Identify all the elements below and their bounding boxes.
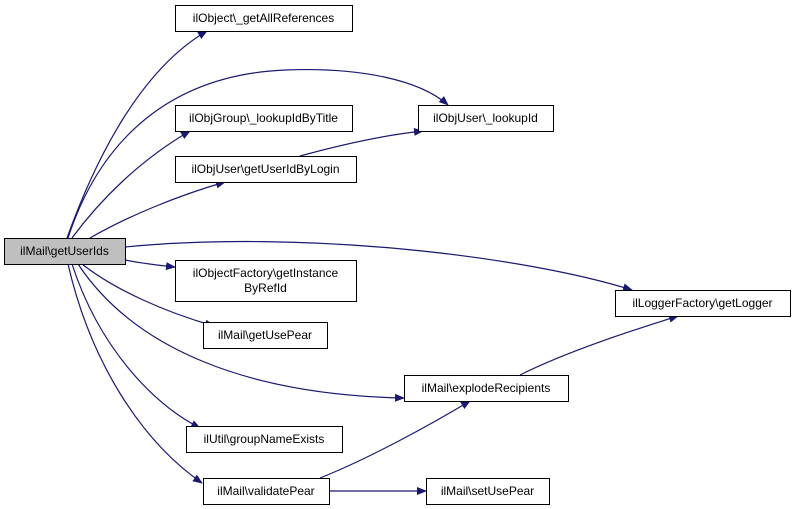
node-box[interactable] xyxy=(615,290,791,317)
edge-root-to-getUserIdByLogin xyxy=(89,180,226,239)
node-label: ilObject\_getAllReferences xyxy=(193,11,334,25)
node-getLogger[interactable]: ilLoggerFactory\getLogger xyxy=(615,290,791,317)
node-box[interactable] xyxy=(175,105,353,132)
edge-root-to-getUsePear xyxy=(81,263,215,328)
node-groupNameExists[interactable]: ilUtil\groupNameExists xyxy=(186,426,343,453)
node-box[interactable] xyxy=(426,478,550,505)
node-label: ilLoggerFactory\getLogger xyxy=(632,296,772,310)
nodes-layer: ilMail\getUserIds ilObject\_getAllReferen… xyxy=(4,5,791,505)
edge-getUserIdByLogin-to-lookupId xyxy=(299,127,424,157)
node-label: ilMail\setUsePear xyxy=(441,484,534,498)
node-box[interactable] xyxy=(175,260,357,302)
node-box[interactable] xyxy=(203,322,328,349)
node-box[interactable] xyxy=(418,105,554,132)
edge-root-to-getAllRefs xyxy=(66,30,208,239)
edge-validatePear-to-explodeRecipients xyxy=(319,400,471,479)
node-lookupIdByTitle[interactable]: ilObjGroup\_lookupIdByTitle xyxy=(175,105,353,132)
node-setUsePear[interactable]: ilMail\setUsePear xyxy=(426,478,550,505)
node-label: ilObjUser\_lookupId xyxy=(433,111,538,125)
edge-root-to-getInstanceByRefId xyxy=(124,259,176,271)
node-box[interactable] xyxy=(175,156,357,183)
node-box[interactable] xyxy=(4,238,126,265)
edge-explodeRecipients-to-getLogger xyxy=(519,314,679,376)
node-label: ilObjUser\getUserIdByLogin xyxy=(191,162,339,176)
node-label: ilUtil\groupNameExists xyxy=(204,432,325,446)
node-validatePear[interactable]: ilMail\validatePear xyxy=(203,478,330,505)
node-box[interactable] xyxy=(203,478,330,505)
edge-root-to-validatePear xyxy=(67,263,203,484)
node-getUserIdByLogin[interactable]: ilObjUser\getUserIdByLogin xyxy=(175,156,357,183)
node-label: ilMail\validatePear xyxy=(217,484,314,498)
node-getUsePear[interactable]: ilMail\getUsePear xyxy=(203,322,328,349)
node-label: ilMail\explodeRecipients xyxy=(422,381,551,395)
node-label: ilMail\getUserIds xyxy=(20,244,109,258)
node-root[interactable]: ilMail\getUserIds xyxy=(4,238,126,265)
edges-layer xyxy=(66,30,679,495)
node-label: ByRefId xyxy=(244,281,287,295)
edge-root-to-groupNameExists xyxy=(71,263,201,429)
node-box[interactable] xyxy=(186,426,343,453)
node-lookupId[interactable]: ilObjUser\_lookupId xyxy=(418,105,554,132)
edge-root-to-explodeRecipients xyxy=(77,263,405,402)
node-getAllRefs[interactable]: ilObject\_getAllReferences xyxy=(175,5,353,32)
node-label: ilMail\getUsePear xyxy=(218,328,312,342)
node-box[interactable] xyxy=(175,5,353,32)
node-label: ilObjGroup\_lookupIdByTitle xyxy=(189,111,338,125)
edge-root-to-getLogger xyxy=(124,240,633,292)
edge-root-to-lookupId xyxy=(67,69,449,239)
node-box[interactable] xyxy=(404,375,569,402)
edge-root-to-lookupIdByTitle xyxy=(71,130,191,239)
node-label: ilObjectFactory\getInstance xyxy=(193,266,339,280)
node-explodeRecipients[interactable]: ilMail\explodeRecipients xyxy=(404,375,569,402)
